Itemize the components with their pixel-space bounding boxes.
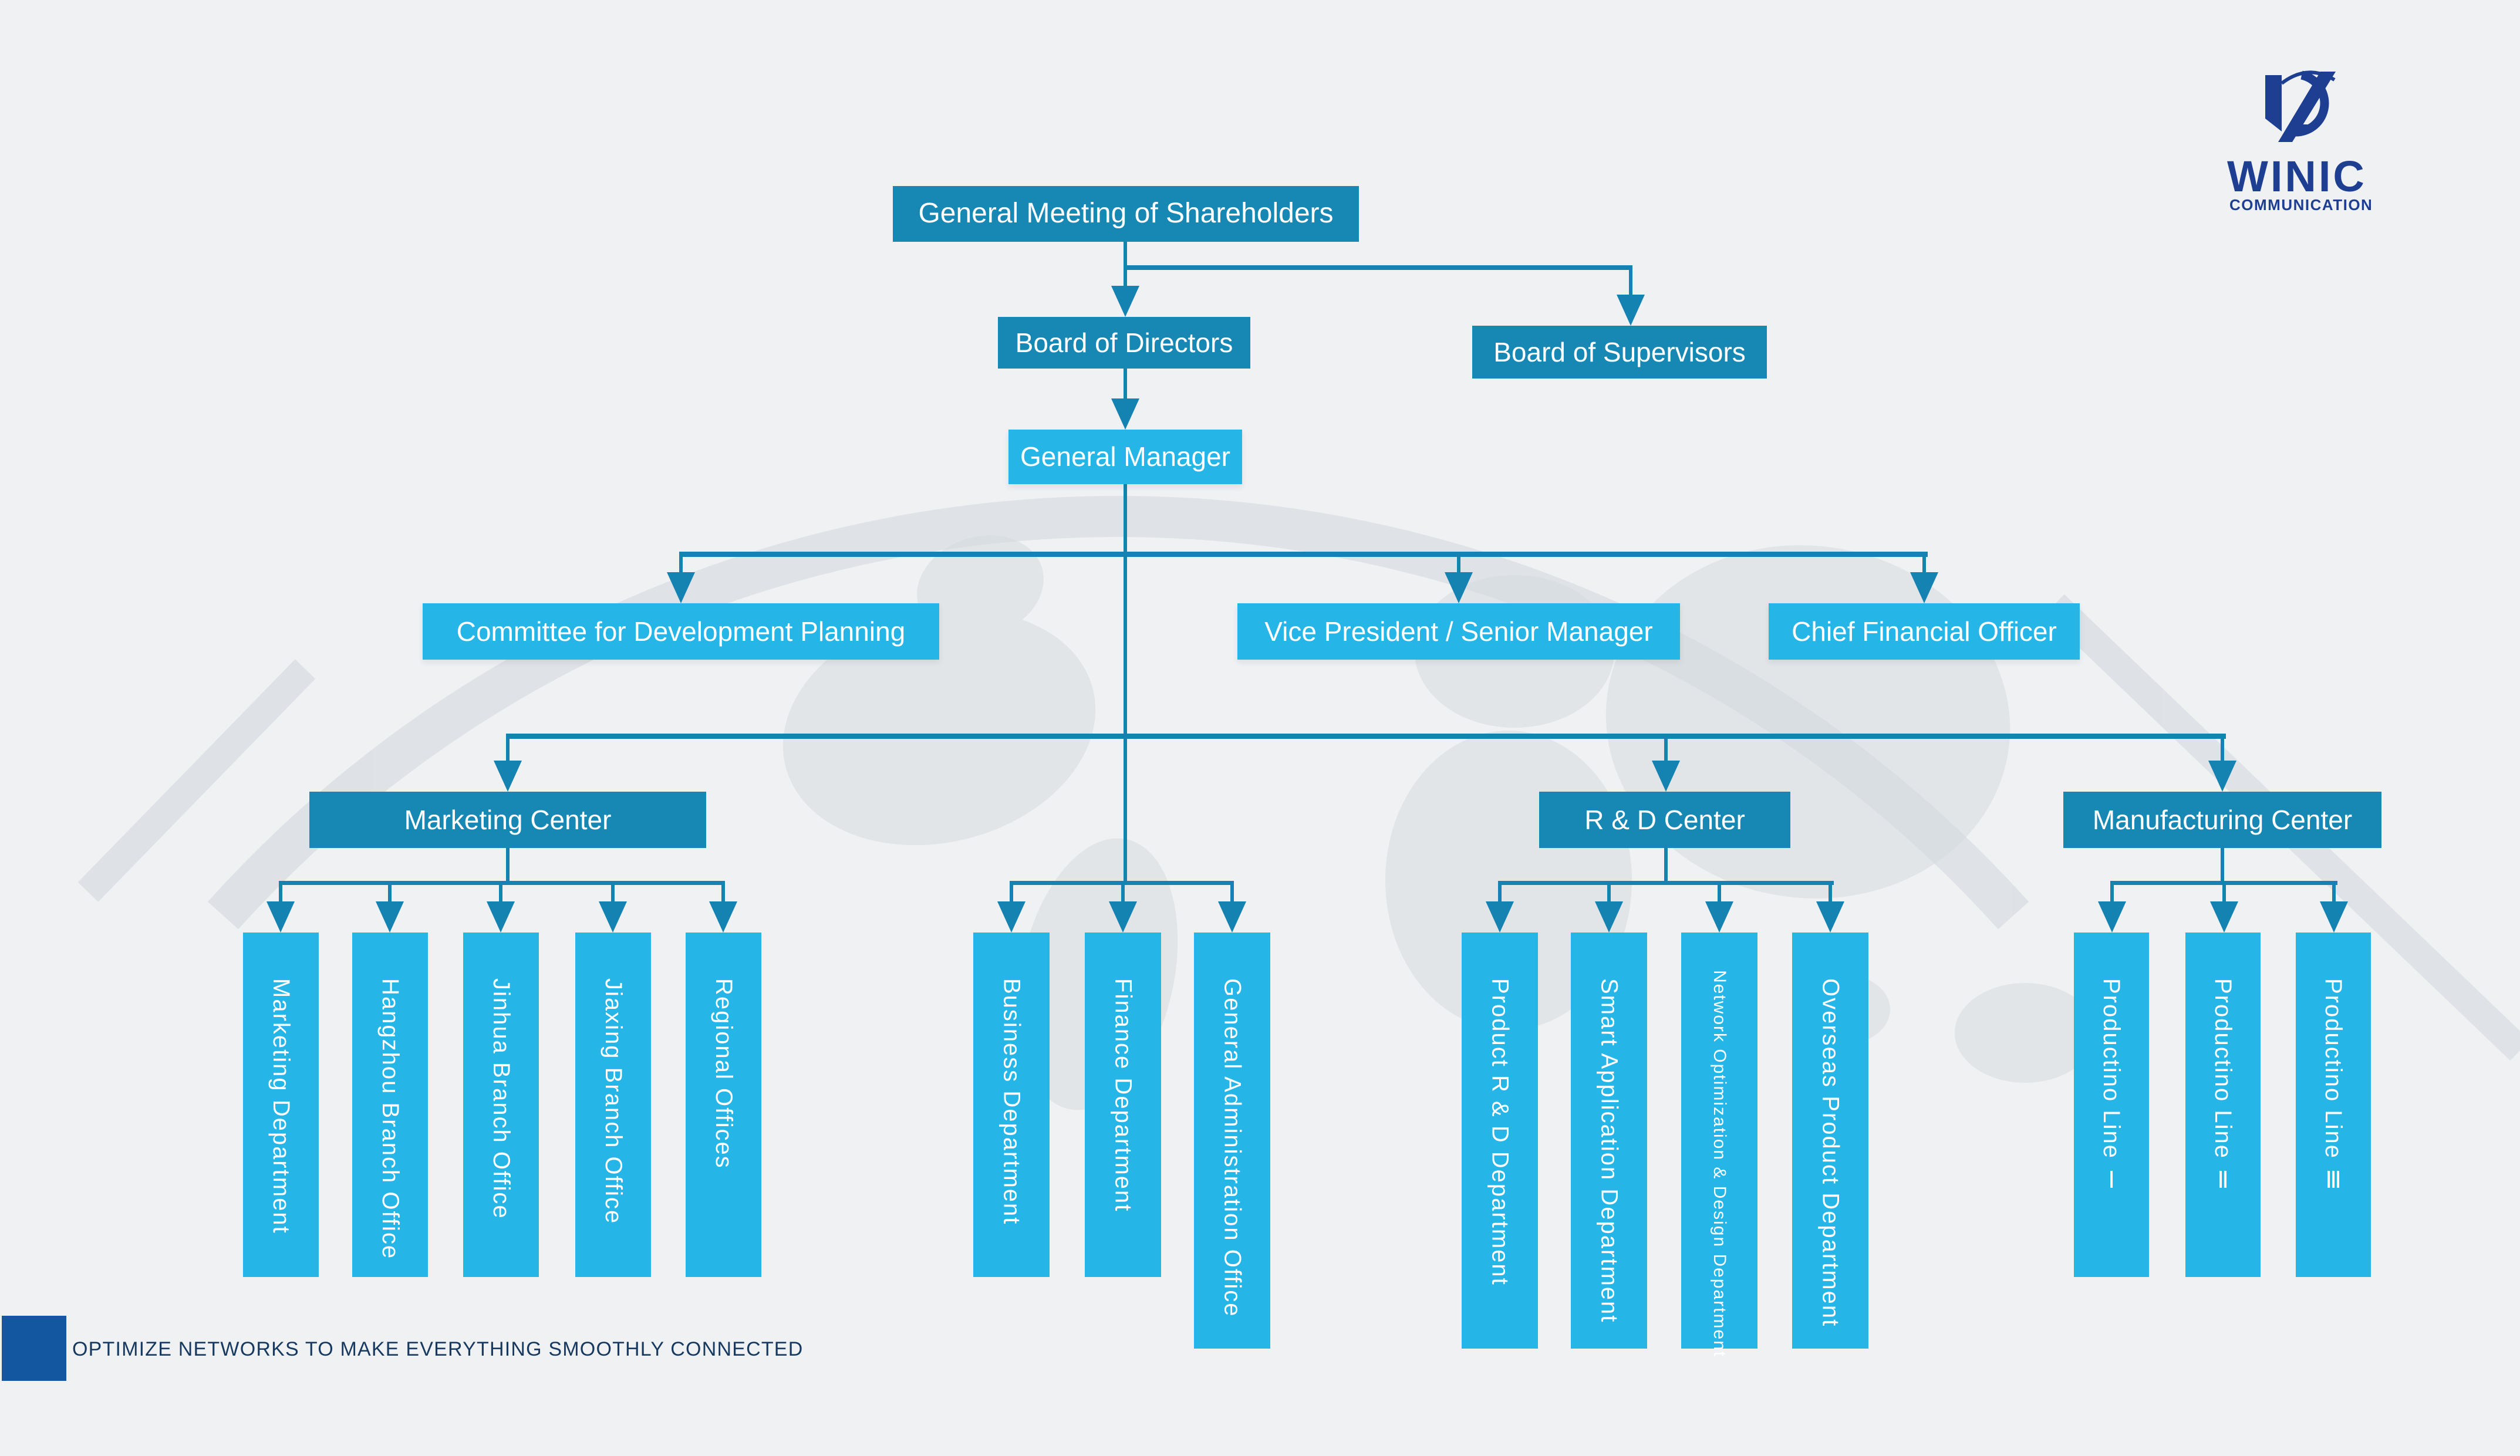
brand-logo: WINIC COMMUNICATION — [2219, 59, 2413, 229]
connector-line — [1124, 484, 1127, 884]
node-jiaxing-branch-office: Jiaxing Branch Office — [575, 933, 651, 1277]
arrow-down-icon — [1652, 761, 1680, 792]
arrow-down-icon — [2208, 761, 2236, 792]
connector-line — [1498, 881, 1834, 885]
node-vice-president-senior-manager: Vice President / Senior Manager — [1237, 603, 1680, 660]
node-marketing-center: Marketing Center — [309, 792, 706, 848]
connector-line — [1629, 265, 1632, 298]
arrow-down-icon — [667, 572, 695, 603]
connector-line — [679, 552, 683, 578]
arrow-down-icon — [1617, 295, 1645, 326]
arrow-down-icon — [1705, 901, 1733, 933]
arrow-down-icon — [1218, 901, 1246, 933]
connector-line — [1922, 552, 1926, 578]
node-production-line-3: Productino Line Ⅲ — [2296, 933, 2371, 1277]
connector-line — [679, 552, 1928, 557]
arrow-down-icon — [2098, 901, 2126, 933]
connector-line — [2332, 881, 2336, 906]
connector-line — [2221, 734, 2224, 764]
connector-line — [1124, 369, 1127, 401]
tagline-accent-square — [2, 1316, 66, 1381]
tagline-text: OPTIMIZE NETWORKS TO MAKE EVERYTHING SMO… — [72, 1338, 804, 1360]
arrow-down-icon — [1910, 572, 1938, 603]
node-board-of-directors: Board of Directors — [998, 317, 1250, 369]
connector-line — [1718, 881, 1721, 906]
connector-line — [1829, 881, 1832, 906]
arrow-down-icon — [1445, 572, 1473, 603]
arrow-down-icon — [266, 901, 295, 933]
node-general-manager: General Manager — [1008, 430, 1242, 484]
node-finance-department: Finance Department — [1085, 933, 1161, 1277]
connector-line — [388, 881, 392, 906]
node-regional-offices: Regional Offices — [686, 933, 761, 1277]
arrow-down-icon — [494, 761, 522, 792]
arrow-down-icon — [2320, 901, 2348, 933]
arrow-down-icon — [709, 901, 737, 933]
connector-line — [506, 734, 2226, 739]
connector-line — [2110, 881, 2114, 906]
arrow-down-icon — [1816, 901, 1844, 933]
brand-subtitle: COMMUNICATION — [2229, 196, 2373, 214]
node-business-department: Business Department — [973, 933, 1050, 1277]
connector-line — [506, 734, 510, 764]
arrow-down-icon — [376, 901, 404, 933]
node-smart-application-department: Smart Application Department — [1571, 933, 1647, 1349]
node-production-line-1: Productino Line Ⅰ — [2074, 933, 2149, 1277]
arrow-down-icon — [1486, 901, 1514, 933]
connector-line — [1664, 734, 1668, 764]
connector-line — [1230, 881, 1234, 906]
brand-name: WINIC — [2227, 152, 2367, 201]
connector-line — [279, 881, 282, 906]
node-committee-for-development-planning: Committee for Development Planning — [423, 603, 939, 660]
node-network-optimization-design-department: Network Optimization & Design Department — [1681, 933, 1757, 1357]
node-manufacturing-center: Manufacturing Center — [2063, 792, 2381, 848]
arrow-down-icon — [997, 901, 1025, 933]
node-general-administration-office: General Administration Office — [1194, 933, 1270, 1349]
arrow-down-icon — [487, 901, 515, 933]
arrow-down-icon — [1109, 901, 1137, 933]
node-marketing-department: Marketing Department — [243, 933, 319, 1277]
arrow-down-icon — [1111, 286, 1139, 317]
connector-line — [721, 881, 725, 906]
node-overseas-product-department: Overseas Product Department — [1792, 933, 1868, 1349]
connector-line — [1124, 265, 1127, 289]
node-production-line-2: Productino Line Ⅱ — [2185, 933, 2261, 1277]
connector-line — [1010, 881, 1013, 906]
node-general-meeting-of-shareholders: General Meeting of Shareholders — [893, 186, 1359, 242]
connector-line — [1664, 848, 1668, 884]
arrow-down-icon — [599, 901, 627, 933]
node-board-of-supervisors: Board of Supervisors — [1472, 326, 1767, 379]
connector-line — [2222, 881, 2226, 906]
connector-line — [1124, 242, 1127, 268]
node-chief-financial-officer: Chief Financial Officer — [1769, 603, 2080, 660]
connector-line — [1498, 881, 1502, 906]
arrow-down-icon — [2210, 901, 2238, 933]
node-rd-center: R & D Center — [1539, 792, 1790, 848]
connector-line — [1124, 265, 1632, 270]
connector-line — [499, 881, 502, 906]
connector-line — [1607, 881, 1611, 906]
arrow-down-icon — [1595, 901, 1623, 933]
connector-line — [506, 848, 510, 884]
connector-line — [1457, 552, 1460, 578]
connector-line — [2221, 848, 2224, 884]
connector-line — [611, 881, 615, 906]
node-product-rd-department: Product R & D Department — [1462, 933, 1538, 1349]
winic-logo-mark — [2265, 70, 2336, 142]
node-jinhua-branch-office: Jinhua Branch Office — [463, 933, 539, 1277]
arrow-down-icon — [1111, 398, 1139, 430]
connector-line — [1121, 881, 1125, 906]
node-hangzhou-branch-office: Hangzhou Branch Office — [352, 933, 428, 1277]
